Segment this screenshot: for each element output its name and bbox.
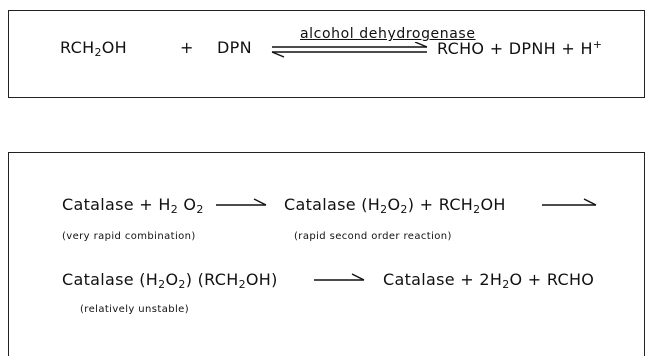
reaction-box-catalase <box>8 152 645 356</box>
note-very-rapid-combination: (very rapid combination) <box>62 231 196 242</box>
catalase-h2o2-alcohol-complex: Catalase (H2O2) (RCH2OH) <box>62 270 278 291</box>
catalase-h2o2-plus-alcohol: Catalase (H2O2) + RCH2OH <box>284 195 506 216</box>
reaction-arrow-icon <box>542 198 597 206</box>
products-aldehyde-dpnh: RCHO + DPNH + H+ <box>437 38 603 58</box>
note-rapid-second-order: (rapid second order reaction) <box>294 231 452 242</box>
note-relatively-unstable: (relatively unstable) <box>80 304 190 315</box>
reactant-dpn: DPN <box>217 38 252 57</box>
reactant-alcohol: RCH2OH <box>60 38 127 59</box>
enzyme-label: alcohol dehydrogenase <box>300 26 476 42</box>
equilibrium-arrow-icon <box>271 42 428 58</box>
reaction-arrow-icon <box>216 198 267 206</box>
catalase-plus-h2o2: Catalase + H2 O2 <box>62 195 204 216</box>
products-catalase-water-aldehyde: Catalase + 2H2O + RCHO <box>383 270 595 291</box>
reaction-arrow-icon <box>314 273 365 281</box>
reaction-box-alcohol-dehydrogenase <box>8 10 645 98</box>
plus-sign: + <box>180 38 194 57</box>
